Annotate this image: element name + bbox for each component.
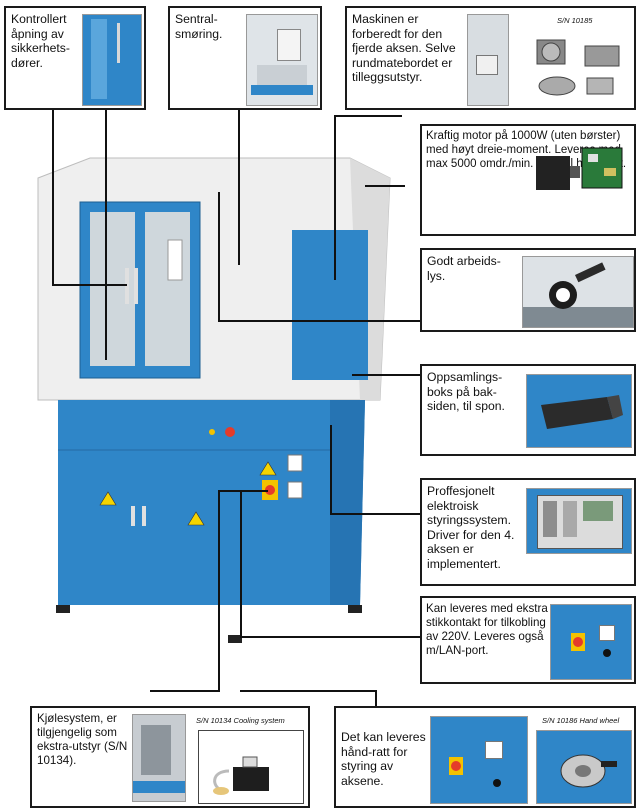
callout-doors-text: Kontrollert åpning av sikkerhets-dører.: [11, 12, 70, 70]
motor-photo: [526, 138, 626, 208]
leader-line: [150, 690, 220, 692]
cooling-photo: [132, 714, 186, 802]
leader-line: [375, 690, 377, 720]
leader-line: [240, 636, 420, 638]
cooling-pump-photo: [198, 730, 304, 804]
callout-motor: Kraftig motor på 1000W (uten børster) me…: [420, 124, 636, 236]
leader-line: [218, 192, 220, 320]
rotary-table-photo: [529, 26, 633, 106]
leader-line: [334, 115, 336, 280]
leader-line: [352, 374, 422, 376]
callout-cooling-text: Kjølesystem, er tilgjengelig som ekstra-…: [37, 712, 128, 767]
leader-line: [330, 513, 420, 515]
work-light-photo: [522, 256, 634, 328]
fourth-axis-sn: S/N 10185: [557, 16, 593, 25]
cooling-sn: S/N 10134 Cooling system: [196, 716, 285, 725]
callout-socket: Kan leveres med ekstra stikkontakt for t…: [420, 596, 636, 684]
callout-handwheel-text: Det kan leveres hånd-ratt for styring av…: [341, 730, 426, 788]
leader-line: [365, 185, 405, 187]
cnc-machine-illustration: [30, 150, 430, 650]
leader-line: [218, 490, 268, 492]
leader-line: [52, 110, 54, 285]
callout-lubrication: Sentral-smøring.: [168, 6, 322, 110]
handwheel-sn: S/N 10186 Hand wheel: [542, 716, 620, 725]
callout-socket-text: Kan leveres med ekstra stikkontakt for t…: [426, 602, 548, 657]
callout-chip-box-text: Oppsamlings-boks på bak-siden, til spon.: [427, 370, 505, 413]
control-cabinet-photo: [526, 488, 632, 554]
callout-control-text: Proffesjonelt elektroisk styringssystem.…: [427, 484, 515, 571]
fourth-axis-photo: [467, 14, 509, 106]
leader-line: [334, 115, 402, 117]
callout-fourth-axis-text: Maskinen er forberedt for den fjerde aks…: [352, 12, 456, 84]
callout-light: Godt arbeids-lys.: [420, 248, 636, 332]
callout-lubrication-text: Sentral-smøring.: [175, 12, 223, 41]
callout-control: Proffesjonelt elektroisk styringssystem.…: [420, 478, 636, 586]
callout-fourth-axis: Maskinen er forberedt for den fjerde aks…: [345, 6, 636, 110]
leader-line: [52, 284, 127, 286]
leader-line: [105, 110, 107, 360]
socket-photo: [550, 604, 632, 680]
leader-line: [240, 490, 242, 638]
lubrication-photo: [246, 14, 318, 106]
leader-line: [218, 320, 421, 322]
chip-box-photo: [526, 374, 632, 448]
leader-line: [218, 490, 220, 690]
callout-cooling: Kjølesystem, er tilgjengelig som ekstra-…: [30, 706, 310, 808]
callout-light-text: Godt arbeids-lys.: [427, 254, 501, 283]
leader-line: [238, 110, 240, 265]
callout-doors: Kontrollert åpning av sikkerhets-dører.: [4, 6, 146, 110]
handwheel-photo: [536, 730, 632, 804]
callout-chip-box: Oppsamlings-boks på bak-siden, til spon.: [420, 364, 636, 456]
door-photo: [82, 14, 142, 106]
leader-line: [330, 425, 332, 515]
handwheel-panel-photo: [430, 716, 528, 804]
callout-handwheel: Det kan leveres hånd-ratt for styring av…: [334, 706, 636, 808]
leader-line: [240, 690, 377, 692]
